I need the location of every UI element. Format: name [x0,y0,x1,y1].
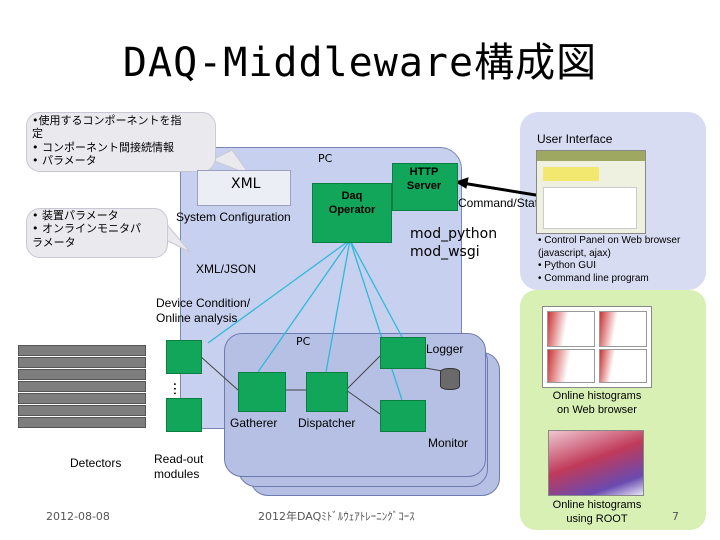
readout-modules-label: Read-out modules [154,452,204,481]
logger-box [380,337,426,369]
detectors-label: Detectors [70,456,122,470]
footer-date: 2012-08-08 [46,510,110,523]
xml-document [197,170,291,206]
component-callout [26,112,216,172]
component-callout-text: •使用するコンポーネントを指 定 • コンポーネント間接続情報 • パラメータ [32,114,182,168]
pc-bottom-label: PC [296,335,311,348]
page-title: DAQ-Middleware構成図 [122,40,598,86]
web-histogram-screenshot [542,306,652,388]
ui-options-list: • Control Panel on Web browser (javascri… [538,235,681,284]
online-histograms-web-label: Online histograms on Web browser [552,390,642,416]
gatherer-box [238,372,286,412]
dispatcher-box [306,372,348,412]
detector-stack [18,345,146,428]
pc-top-label: PC [318,152,333,165]
system-configuration-label: System Configuration [176,210,291,224]
parameter-callout-text: • 装置パラメータ • オンラインモニタパ ラメータ [32,209,141,249]
root-histogram-screenshot [548,430,644,496]
footer-course: 2012年DAQﾐﾄﾞﾙｳｪｱﾄﾚｰﾆﾝｸﾞｺｰｽ [258,510,415,523]
disk-icon [440,368,460,390]
online-histograms-root-label: Online histograms using ROOT [552,499,642,525]
parameter-callout [26,208,168,258]
user-interface-label: User Interface [537,132,613,146]
footer-page-number: 7 [672,510,679,523]
daq-operator-label: Daq Operator [328,190,376,216]
xml-json-label: XML/JSON [196,262,257,276]
control-panel-screenshot [536,150,646,234]
http-server-box [392,163,458,211]
logger-label: Logger [426,342,464,356]
command-status-label: Command/Status [458,196,551,210]
ellipsis-label: … [169,381,186,396]
xml-label: XML [231,176,261,192]
readout-module-2 [166,398,202,432]
http-server-label: HTTP Server [406,166,442,192]
device-condition-label: Device Condition/ Online analysis [156,296,251,325]
daq-operator-box [312,183,392,243]
monitor-box [380,400,426,432]
readout-module-1 [166,340,202,374]
mod-python-label: mod_python mod_wsgi [410,226,498,260]
monitor-label: Monitor [428,436,469,450]
gatherer-label: Gatherer [230,416,278,430]
dispatcher-label: Dispatcher [298,416,356,430]
